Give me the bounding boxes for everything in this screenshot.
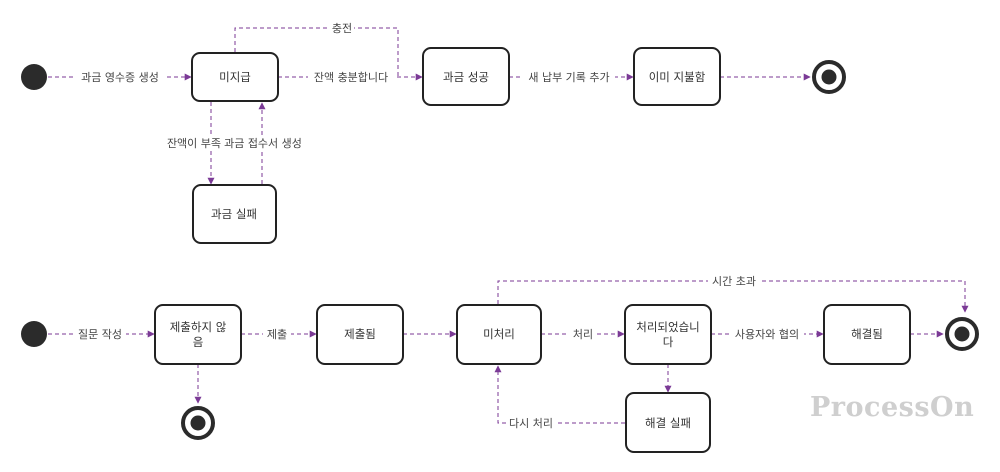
end-node-bottom: [945, 317, 979, 351]
label-timeout: 시간 초과: [712, 275, 756, 288]
state-charge-success: 과금 성공: [422, 47, 510, 106]
state-charge-success-label: 과금 성공: [443, 70, 489, 84]
state-not-submitted-label-line2: 음: [193, 335, 204, 349]
state-processed-label-line1: 처리되었습니: [636, 320, 699, 334]
state-processed-label-line2: 다: [663, 335, 674, 349]
label-process: 처리: [573, 328, 593, 341]
state-charge-failed-label: 과금 실패: [211, 207, 257, 221]
label-reprocess: 다시 처리: [509, 417, 553, 430]
start-node-top: [21, 64, 47, 90]
edge-recharge-loop: [234, 27, 399, 77]
label-create-receipt: 과금 영수증 생성: [81, 71, 159, 84]
end-node-top: [812, 60, 846, 94]
edge-timeout: [497, 280, 969, 313]
label-create-reception: 과금 접수서 생성: [224, 137, 302, 150]
state-processed: 처리되었습니 다: [624, 304, 712, 365]
end-node-not-submitted: [181, 406, 215, 440]
state-resolve-failed-label: 해결 실패: [645, 416, 691, 430]
state-unprocessed-label: 미처리: [483, 327, 515, 341]
state-unprocessed: 미처리: [456, 304, 542, 365]
state-not-submitted-label-line1: 제출하지 않: [170, 320, 227, 334]
label-recharge: 충전: [332, 22, 352, 35]
state-submitted-label: 제출됨: [344, 327, 376, 341]
start-node-bottom: [21, 321, 47, 347]
state-resolved: 해결됨: [823, 304, 911, 365]
edge-reprocess: [494, 365, 625, 424]
state-resolve-failed: 해결 실패: [625, 392, 711, 453]
label-write-question: 질문 작성: [78, 328, 122, 341]
state-paid: 이미 지불함: [633, 47, 721, 106]
state-not-submitted: 제출하지 않 음: [154, 304, 242, 365]
state-resolved-label: 해결됨: [851, 327, 883, 341]
state-submitted: 제출됨: [316, 304, 404, 365]
label-balance-enough: 잔액 충분합니다: [314, 71, 388, 84]
processon-watermark: ProcessOn: [810, 392, 975, 423]
label-balance-insufficient: 잔액이 부족: [167, 137, 221, 150]
state-unpaid-label: 미지급: [219, 70, 251, 84]
label-add-payment-record: 새 납부 기록 추가: [528, 71, 609, 84]
transition-labels: 과금 영수증 생성 충전 잔액 충분합니다 새 납부 기록 추가 잔액이 부족 …: [74, 20, 804, 431]
state-charge-failed: 과금 실패: [192, 184, 277, 244]
state-paid-label: 이미 지불함: [649, 70, 706, 84]
state-unpaid: 미지급: [191, 52, 279, 102]
label-negotiate-with-user: 사용자와 협의: [735, 328, 799, 341]
label-submit: 제출: [267, 328, 287, 341]
